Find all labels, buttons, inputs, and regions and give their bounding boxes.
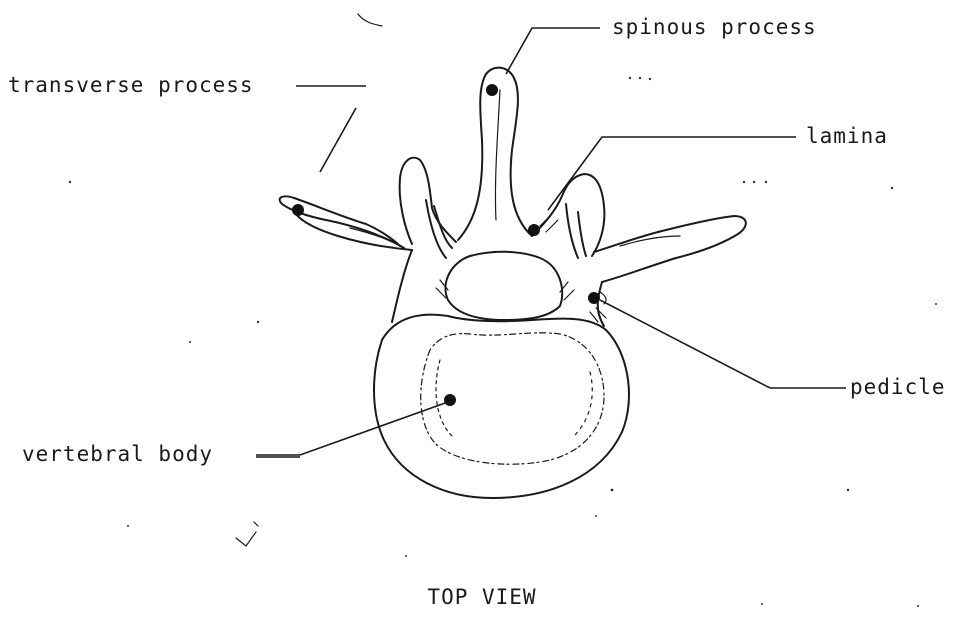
pedicle-label: pedicle xyxy=(850,375,946,399)
pedicle-leader xyxy=(600,300,846,388)
right-transverse-process xyxy=(594,216,746,282)
vertebral-foramen xyxy=(445,252,562,320)
vertebra-illustration xyxy=(280,68,746,498)
left-articular-process xyxy=(400,158,456,244)
transverse-process-dot xyxy=(292,204,304,216)
right-pedicle xyxy=(598,282,604,326)
vertebral-body-dot xyxy=(444,394,456,406)
lamina-dot xyxy=(528,224,540,236)
vertebral-body-leader xyxy=(256,402,448,455)
spinous-process-dot xyxy=(486,84,498,96)
spinous-process-leader xyxy=(506,28,600,74)
scan-specks xyxy=(69,14,937,607)
left-pedicle xyxy=(392,250,412,322)
lamina-label: lamina xyxy=(806,124,888,148)
transverse-process-label: transverse process xyxy=(8,73,254,97)
pedicle-dot xyxy=(588,292,600,304)
transverse-process-leader xyxy=(296,86,366,172)
view-caption: TOP VIEW xyxy=(427,585,536,609)
spinous-process-label: spinous process xyxy=(612,15,817,39)
vertebral-body-label: vertebral body xyxy=(22,442,213,466)
